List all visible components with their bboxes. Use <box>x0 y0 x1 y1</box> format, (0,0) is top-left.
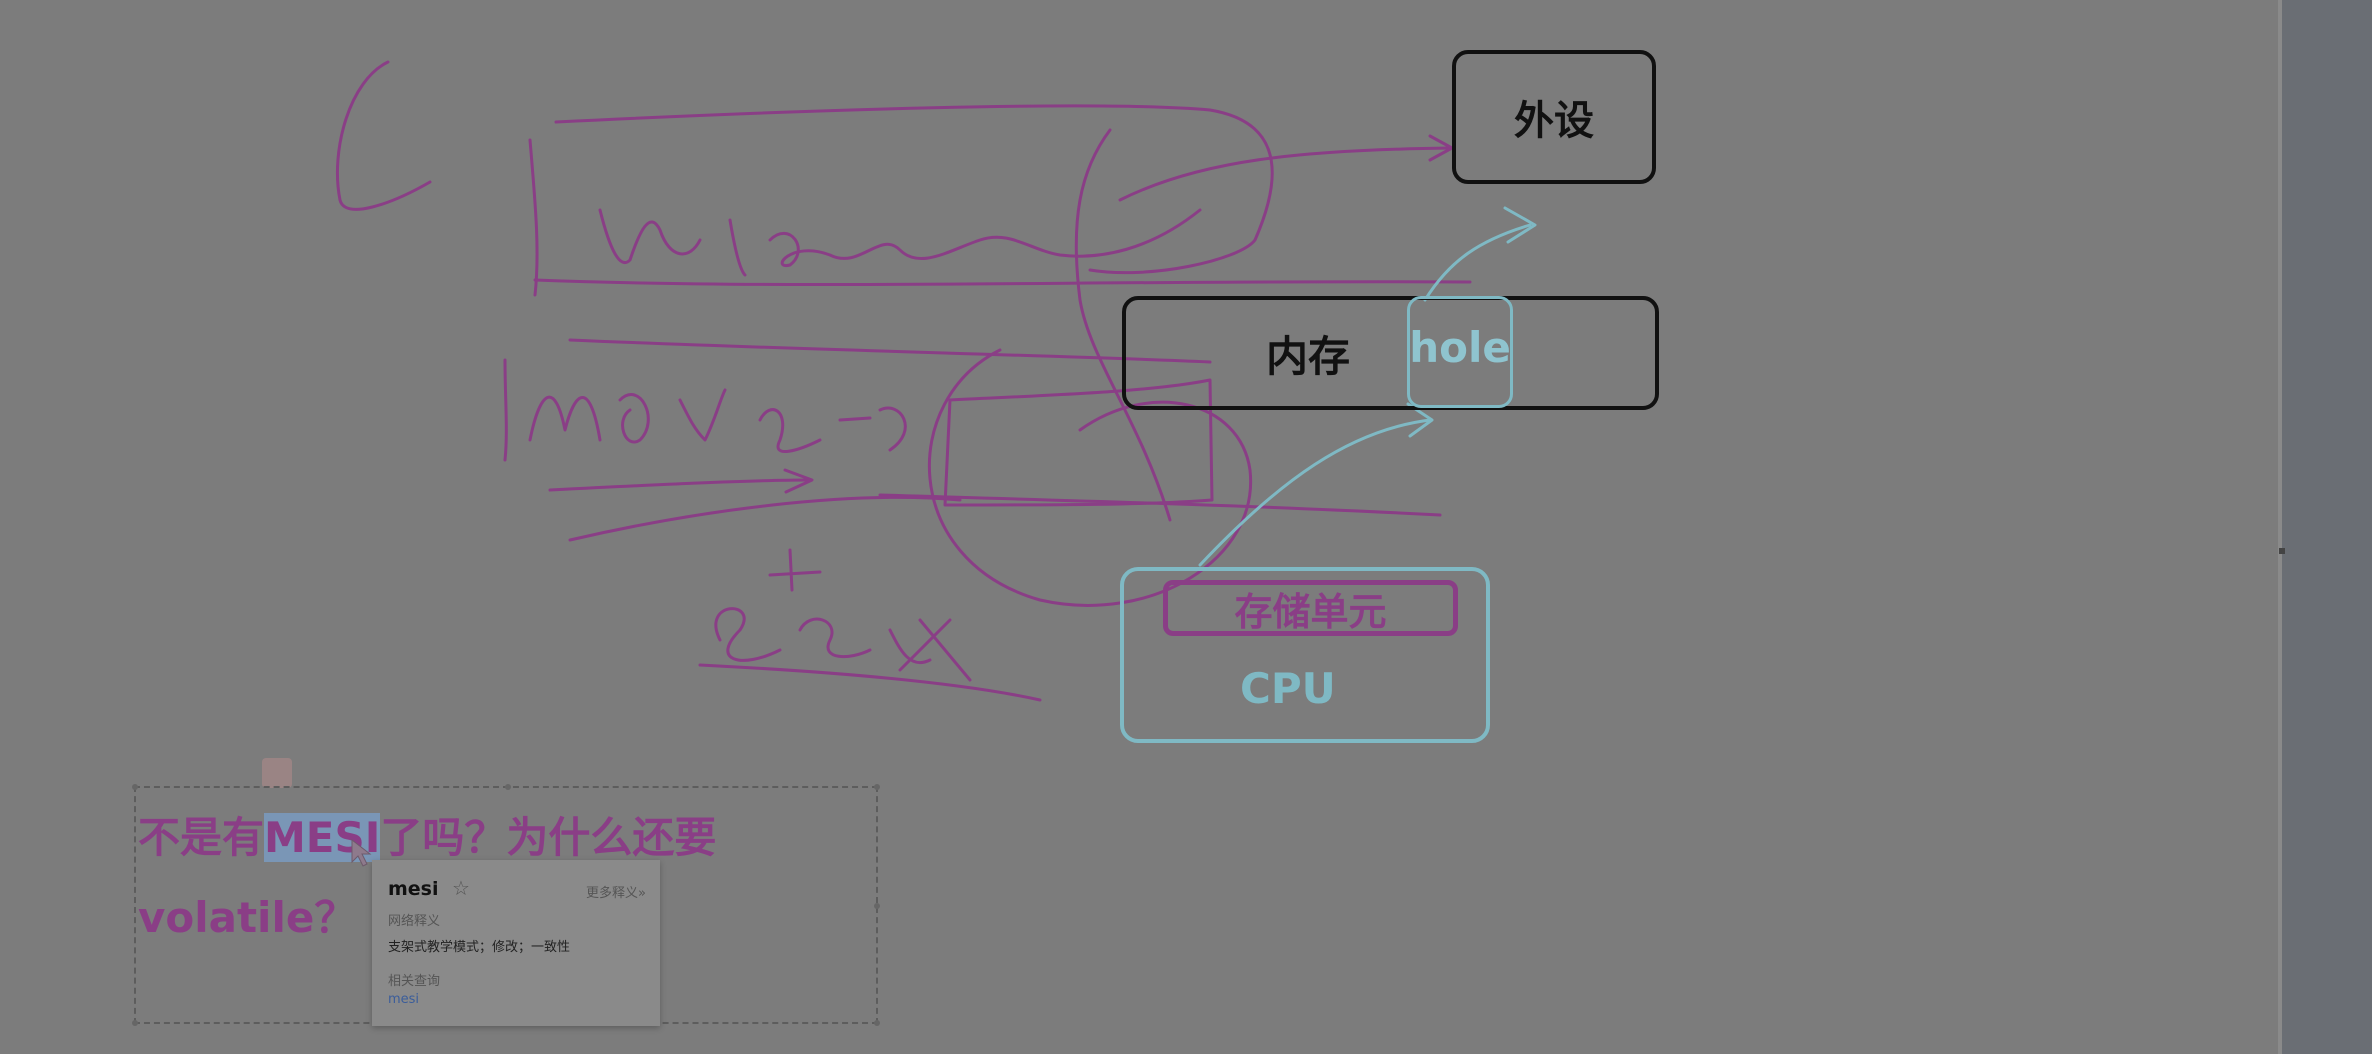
ink-volatile-box-left <box>528 138 539 297</box>
canvas-right-edge <box>2278 0 2282 1054</box>
ink-long-line-3 <box>878 493 1442 517</box>
ink-mov-arg <box>758 406 907 454</box>
question-text-line-2[interactable]: volatile？ C <box>138 893 402 942</box>
question-prefix: 不是有 <box>138 813 265 862</box>
cpu-box: CPU <box>1120 567 1490 743</box>
ink-oval <box>927 348 1253 607</box>
floating-close-chip[interactable] <box>262 758 292 788</box>
storage-unit-label: 存储单元 <box>1234 589 1387 634</box>
resize-handle-top-middle[interactable] <box>505 784 511 790</box>
question-text-line-1[interactable]: 不是有MESI了吗？为什么还要 <box>138 804 716 865</box>
related-search-link[interactable]: mesi <box>388 992 420 1007</box>
ink-rect-around-arg <box>943 378 1214 507</box>
panel-resize-handle[interactable] <box>2279 548 2285 554</box>
hole-box: hole <box>1407 296 1513 408</box>
dictionary-popup[interactable]: mesi ☆ 更多释义» 网络释义 支架式教学模式；修改；一致性 相关查询 me… <box>372 860 660 1026</box>
storage-unit-box: 存储单元 <box>1163 580 1458 636</box>
selected-word-mesi[interactable]: MESI <box>264 813 381 862</box>
related-search-heading: 相关查询 <box>388 974 441 989</box>
cpu-label: CPU <box>1240 664 1336 713</box>
more-definitions-link[interactable]: 更多释义» <box>586 886 646 901</box>
ink-mov-word <box>528 388 727 444</box>
memory-box: 内存 <box>1122 296 1659 410</box>
ink-vertical-curve <box>1074 128 1172 522</box>
ink-curve-to-peripheral <box>1118 146 1452 202</box>
web-definition-heading: 网络释义 <box>388 914 441 929</box>
question-suffix: 了吗？为什么还要 <box>380 813 717 862</box>
resize-handle-middle-right[interactable] <box>874 903 880 909</box>
hole-label: hole <box>1409 323 1511 372</box>
ink-volatile-word <box>598 208 1202 277</box>
peripheral-box: 外设 <box>1452 50 1656 184</box>
right-side-panel <box>2278 0 2372 1054</box>
dictionary-word: mesi <box>388 878 439 900</box>
favorite-star-icon[interactable]: ☆ <box>452 876 470 900</box>
ink-cyan-arrow-cpu-to-memory <box>1198 418 1432 567</box>
whiteboard-canvas[interactable]: 外设 内存 hole CPU 存储单元 不是有MESI了吗？为什么还要 vola… <box>0 0 2278 1054</box>
ink-underline-1 <box>533 278 1472 287</box>
ink-cyan-arrow-to-peripheral <box>1423 223 1532 302</box>
resize-handle-top-right[interactable] <box>874 784 880 790</box>
web-definition-text: 支架式教学模式；修改；一致性 <box>388 940 571 955</box>
ink-line-2 <box>568 338 1212 364</box>
peripheral-label: 外设 <box>1514 98 1594 144</box>
ink-cyan-arrowhead-peripheral <box>1503 206 1537 244</box>
ink-line-4 <box>568 495 962 542</box>
ink-ecx-word <box>714 607 972 682</box>
handwriting-ink-layer <box>335 60 1537 702</box>
ink-arrow-line-3 <box>548 478 812 492</box>
ink-volatile-box-top <box>554 104 1274 275</box>
memory-label: 内存 <box>1266 331 1351 381</box>
resize-handle-bottom-right[interactable] <box>874 1020 880 1026</box>
ink-bracket <box>335 60 432 211</box>
resize-handle-bottom-left[interactable] <box>132 1020 138 1026</box>
ink-mov-left <box>503 358 508 462</box>
resize-handle-top-left[interactable] <box>132 784 138 790</box>
mouse-cursor-icon <box>351 838 372 867</box>
ink-underline-ecx <box>698 663 1042 702</box>
ink-arrowhead-3 <box>783 468 814 494</box>
ink-e-mark <box>768 548 822 592</box>
